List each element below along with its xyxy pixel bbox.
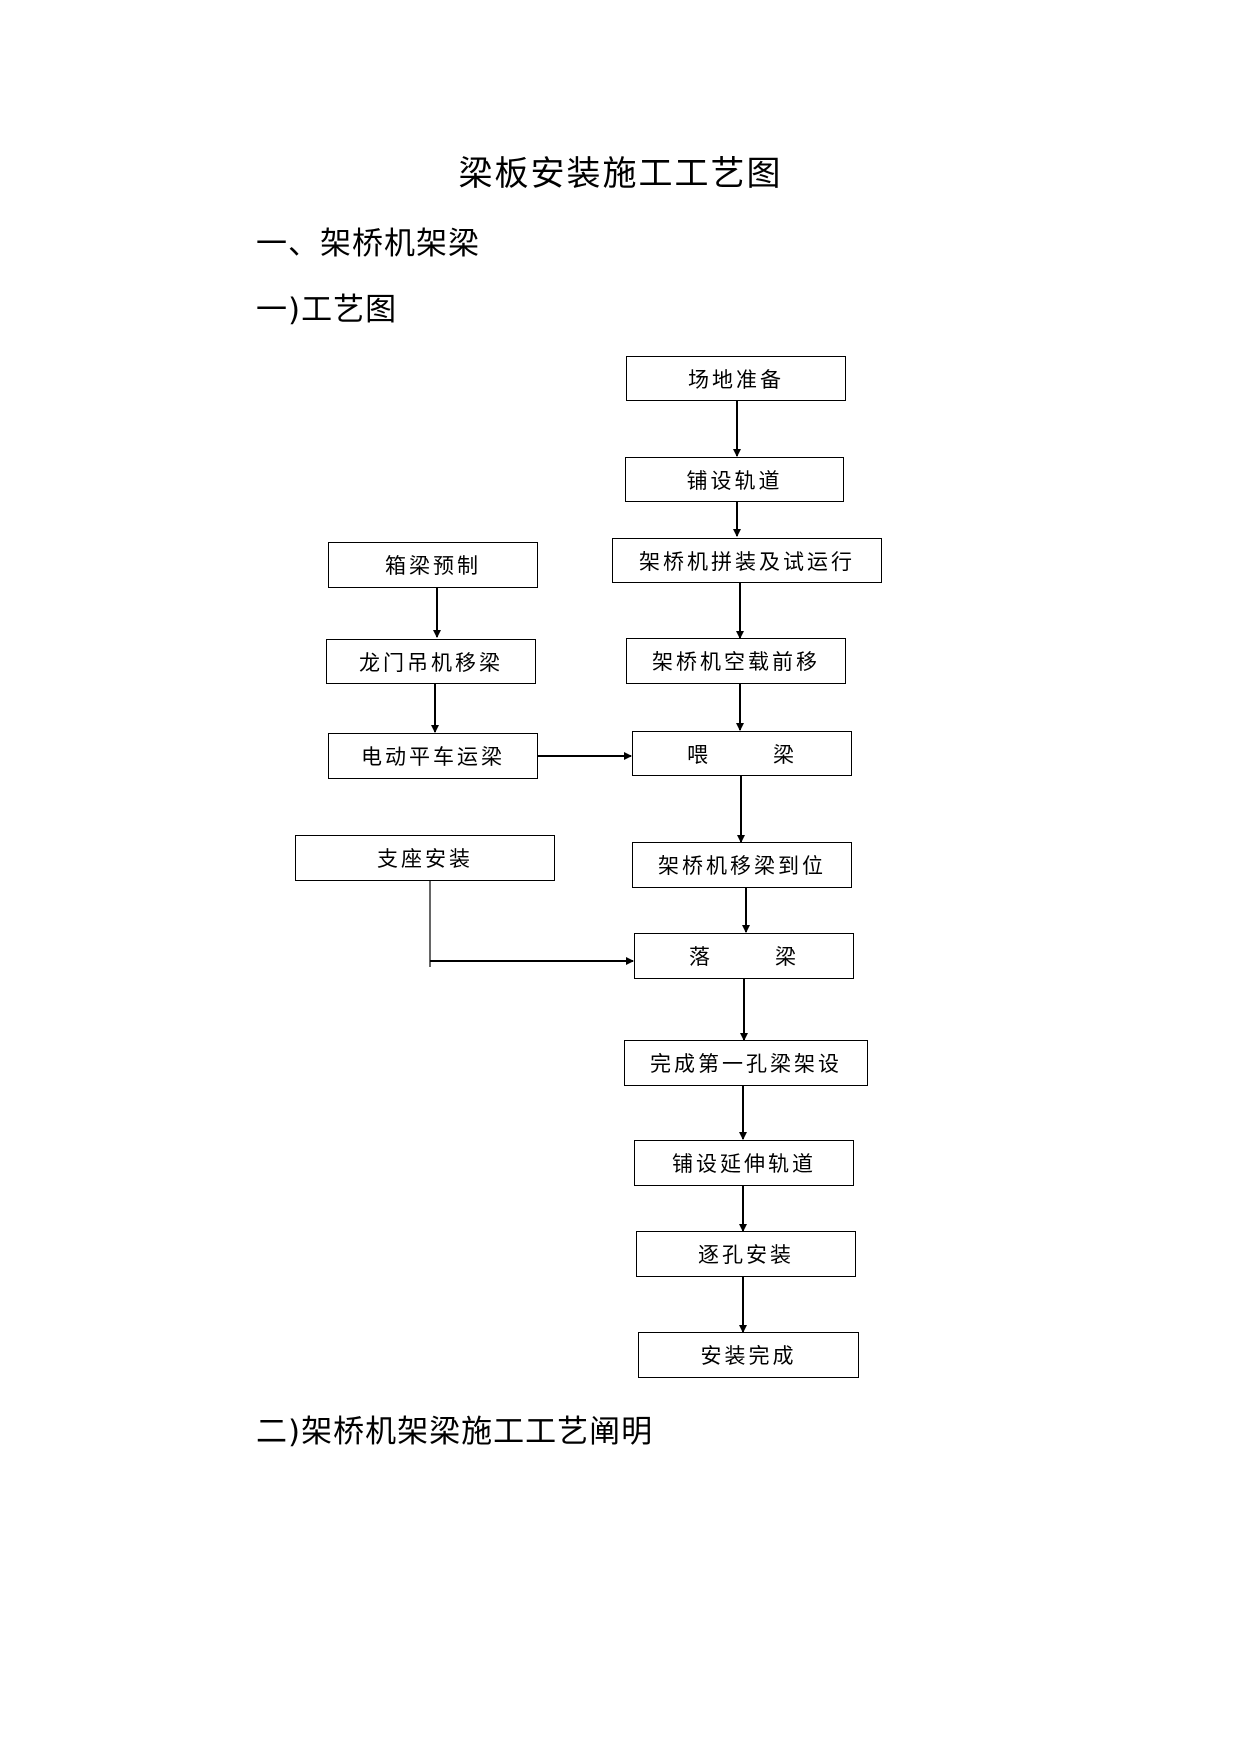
section-heading-2: 二)架桥机架梁施工工艺阐明 [256, 1414, 654, 1450]
flow-box-span-by-span-install: 逐孔安装 [636, 1231, 856, 1277]
flow-box-bearing-install: 支座安装 [295, 835, 555, 881]
flow-box-first-span-complete: 完成第一孔梁架设 [624, 1040, 868, 1086]
flow-box-machine-assembly: 架桥机拼装及试运行 [612, 538, 882, 583]
flow-box-electric-cart-transport: 电动平车运梁 [328, 733, 538, 779]
flow-box-installation-complete: 安装完成 [638, 1332, 859, 1378]
section-heading-1: 一、架桥机架梁 [256, 226, 480, 262]
flow-box-move-beam-in-place: 架桥机移梁到位 [632, 842, 852, 888]
flow-box-box-girder-precast: 箱梁预制 [328, 542, 538, 588]
page-title: 梁板安装施工工艺图 [458, 154, 783, 194]
flow-box-site-preparation: 场地准备 [626, 356, 846, 401]
flow-box-empty-advance: 架桥机空载前移 [626, 638, 846, 684]
flow-box-gantry-crane-move: 龙门吊机移梁 [326, 639, 536, 684]
subsection-heading-process-chart: 一)工艺图 [256, 292, 398, 328]
flow-box-drop-beam: 落梁 [634, 933, 854, 979]
flow-box-lay-extension-track: 铺设延伸轨道 [634, 1140, 854, 1186]
flow-box-feed-beam: 喂梁 [632, 731, 852, 776]
flow-box-lay-track: 铺设轨道 [625, 457, 844, 502]
